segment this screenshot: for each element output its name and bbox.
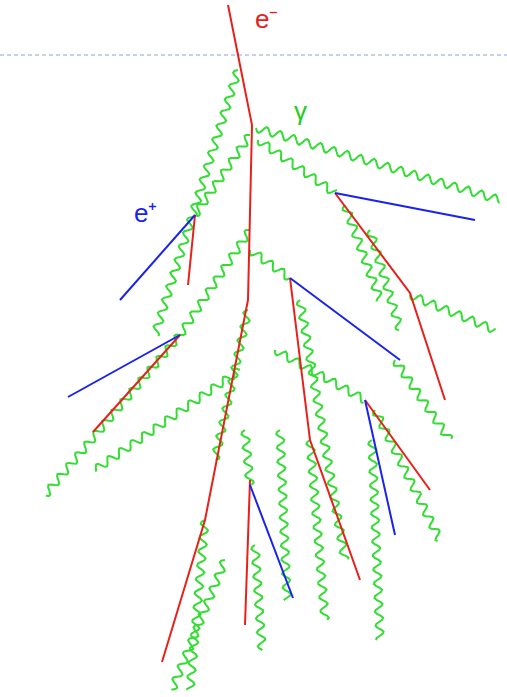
particle-label: e⁻ <box>255 6 278 32</box>
photon <box>46 335 180 496</box>
photon <box>196 135 250 216</box>
positron-track <box>250 485 293 598</box>
particle-label: e⁺ <box>134 200 157 226</box>
photon <box>307 440 329 620</box>
photon-group <box>46 70 499 690</box>
photon <box>180 230 250 335</box>
particle-label: γ <box>294 98 307 124</box>
positron-track <box>335 193 475 220</box>
photon <box>250 250 290 280</box>
electron-track <box>335 193 445 400</box>
electron-track <box>188 215 195 285</box>
positron-track <box>290 278 400 360</box>
electron-tracks <box>93 5 445 662</box>
positron-track <box>120 215 195 300</box>
surface-line <box>0 55 507 56</box>
electron-track <box>162 5 252 662</box>
electron-track <box>93 335 180 432</box>
photon <box>256 127 499 203</box>
photon <box>297 300 349 559</box>
photon <box>251 545 265 650</box>
photon <box>367 230 401 330</box>
photon <box>410 295 496 332</box>
positron-tracks <box>68 193 475 598</box>
photon <box>343 205 382 301</box>
photon <box>394 360 453 439</box>
photon <box>258 140 337 193</box>
electron-track <box>245 480 250 625</box>
photon <box>171 560 225 690</box>
positron-track <box>68 335 180 397</box>
photon <box>154 70 239 336</box>
photon <box>373 410 440 541</box>
photon <box>242 430 254 485</box>
positron-track <box>365 400 395 535</box>
